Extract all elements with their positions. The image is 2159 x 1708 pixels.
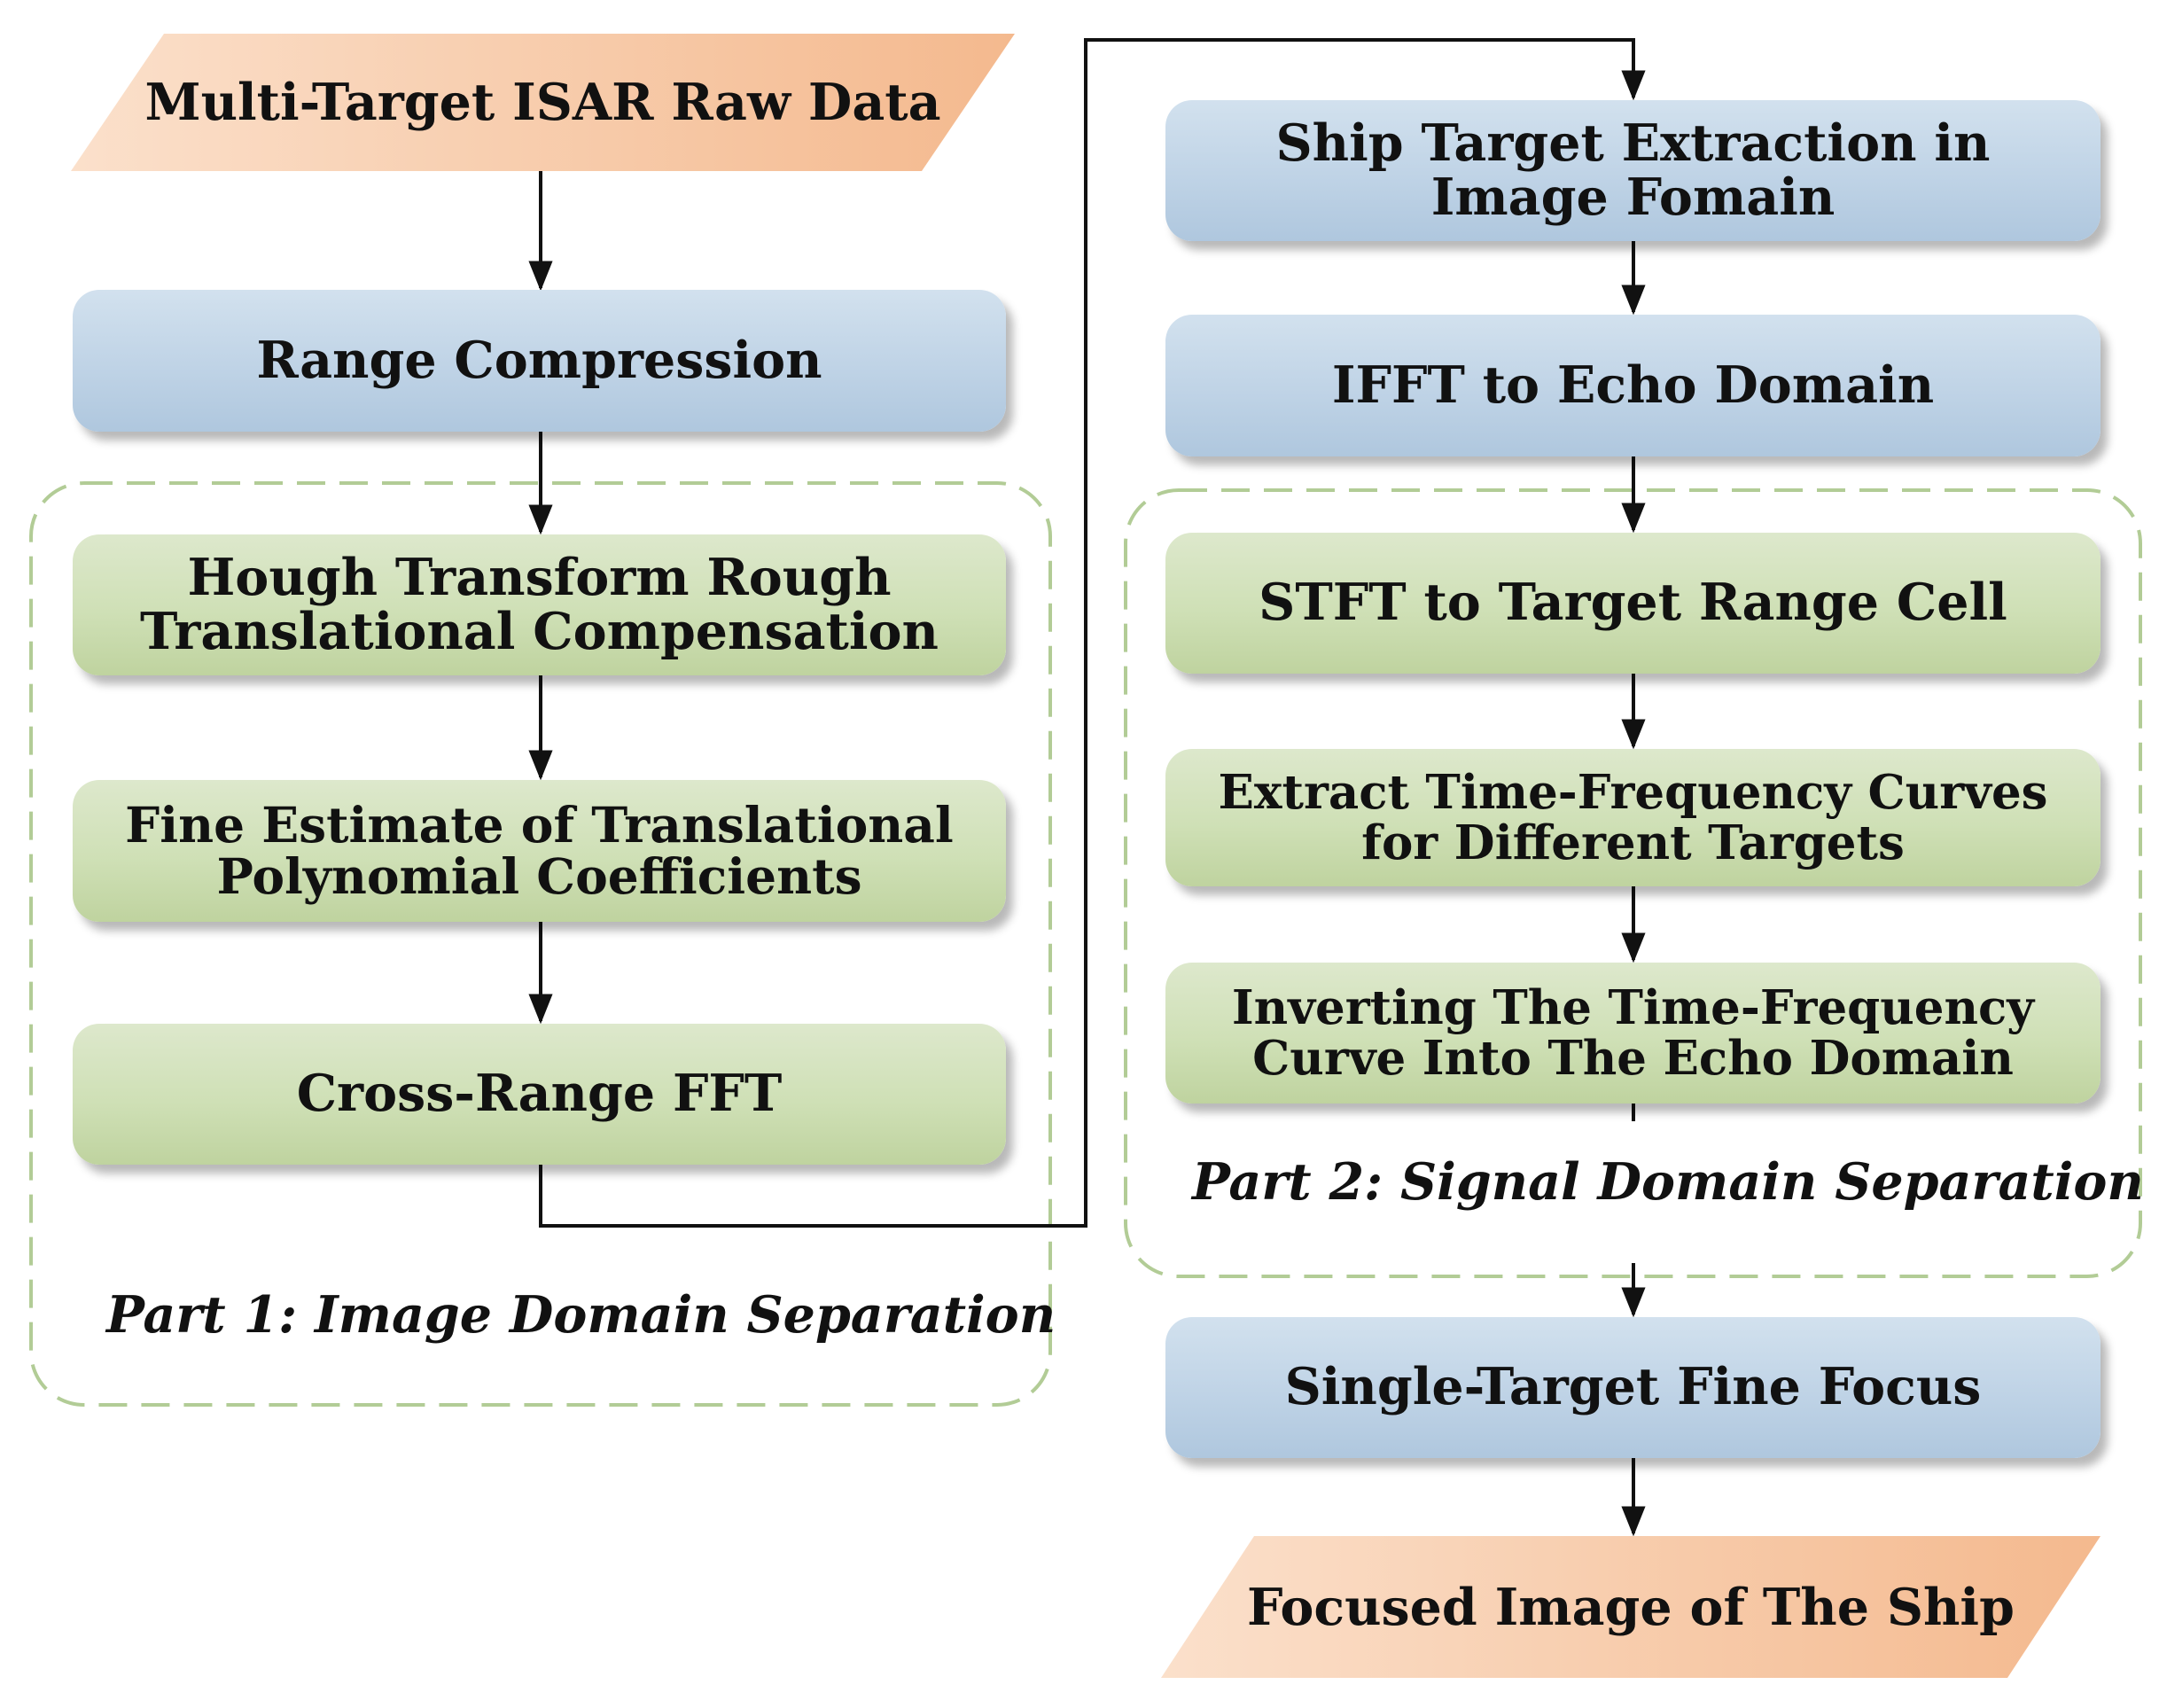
extract-tf-curves-label-line1: Extract Time-Frequency Curves	[1218, 765, 2048, 821]
ship-extraction-label-line1: Ship Target Extraction in	[1275, 113, 1991, 174]
ifft-echo-domain-box: IFFT to Echo Domain	[1165, 315, 2101, 456]
input-node-shape	[71, 34, 1015, 171]
inverting-tf-curve-box: Inverting The Time-Frequency Curve Into …	[1165, 963, 2101, 1104]
hough-transform-box: Hough Transform Rough Translational Comp…	[73, 534, 1006, 675]
stft-label: STFT to Target Range Cell	[1259, 573, 2007, 633]
hough-transform-label-line2: Translational Compensation	[140, 601, 939, 661]
inverting-tf-curve-label-line1: Inverting The Time-Frequency	[1231, 980, 2035, 1036]
stft-box: STFT to Target Range Cell	[1165, 533, 2101, 674]
fine-estimate-label-line2: Polynomial Coefficients	[216, 847, 862, 905]
cross-range-fft-box: Cross-Range FFT	[73, 1024, 1006, 1165]
range-compression-box: Range Compression	[73, 290, 1006, 432]
extract-tf-curves-label-line2: for Different Targets	[1361, 815, 1905, 870]
output-node: Focused Image of The Ship	[1161, 1536, 2101, 1678]
inverting-tf-curve-label-line2: Curve Into The Echo Domain	[1252, 1030, 2014, 1086]
hough-transform-label-line1: Hough Transform Rough	[187, 548, 892, 608]
part1-group-frame	[29, 481, 1052, 1407]
part1-label: Part 1: Image Domain Separation	[106, 1285, 1056, 1345]
output-node-shape	[1161, 1536, 2101, 1678]
fine-estimate-box: Fine Estimate of Translational Polynomia…	[73, 780, 1006, 922]
single-target-focus-label: Single-Target Fine Focus	[1284, 1357, 1982, 1417]
fine-estimate-label-line1: Fine Estimate of Translational	[125, 795, 954, 854]
ship-extraction-box: Ship Target Extraction in Image Fomain	[1165, 100, 2101, 241]
ifft-echo-domain-label: IFFT to Echo Domain	[1331, 355, 1935, 415]
output-node-label: Focused Image of The Ship	[1247, 1577, 2015, 1637]
part2-group-frame	[1124, 488, 2142, 1278]
ship-extraction-label-line2: Image Fomain	[1430, 167, 1836, 227]
input-node-label: Multi-Target ISAR Raw Data	[144, 73, 941, 132]
range-compression-label: Range Compression	[256, 330, 822, 390]
extract-tf-curves-box: Extract Time-Frequency Curves for Differ…	[1165, 749, 2101, 886]
input-node: Multi-Target ISAR Raw Data	[71, 34, 1015, 171]
arrow-crossrange-to-ship-extraction	[539, 38, 1646, 1228]
single-target-focus-box: Single-Target Fine Focus	[1165, 1317, 2101, 1458]
cross-range-fft-label: Cross-Range FFT	[296, 1064, 783, 1124]
part2-label: Part 2: Signal Domain Separation	[1192, 1152, 2144, 1212]
